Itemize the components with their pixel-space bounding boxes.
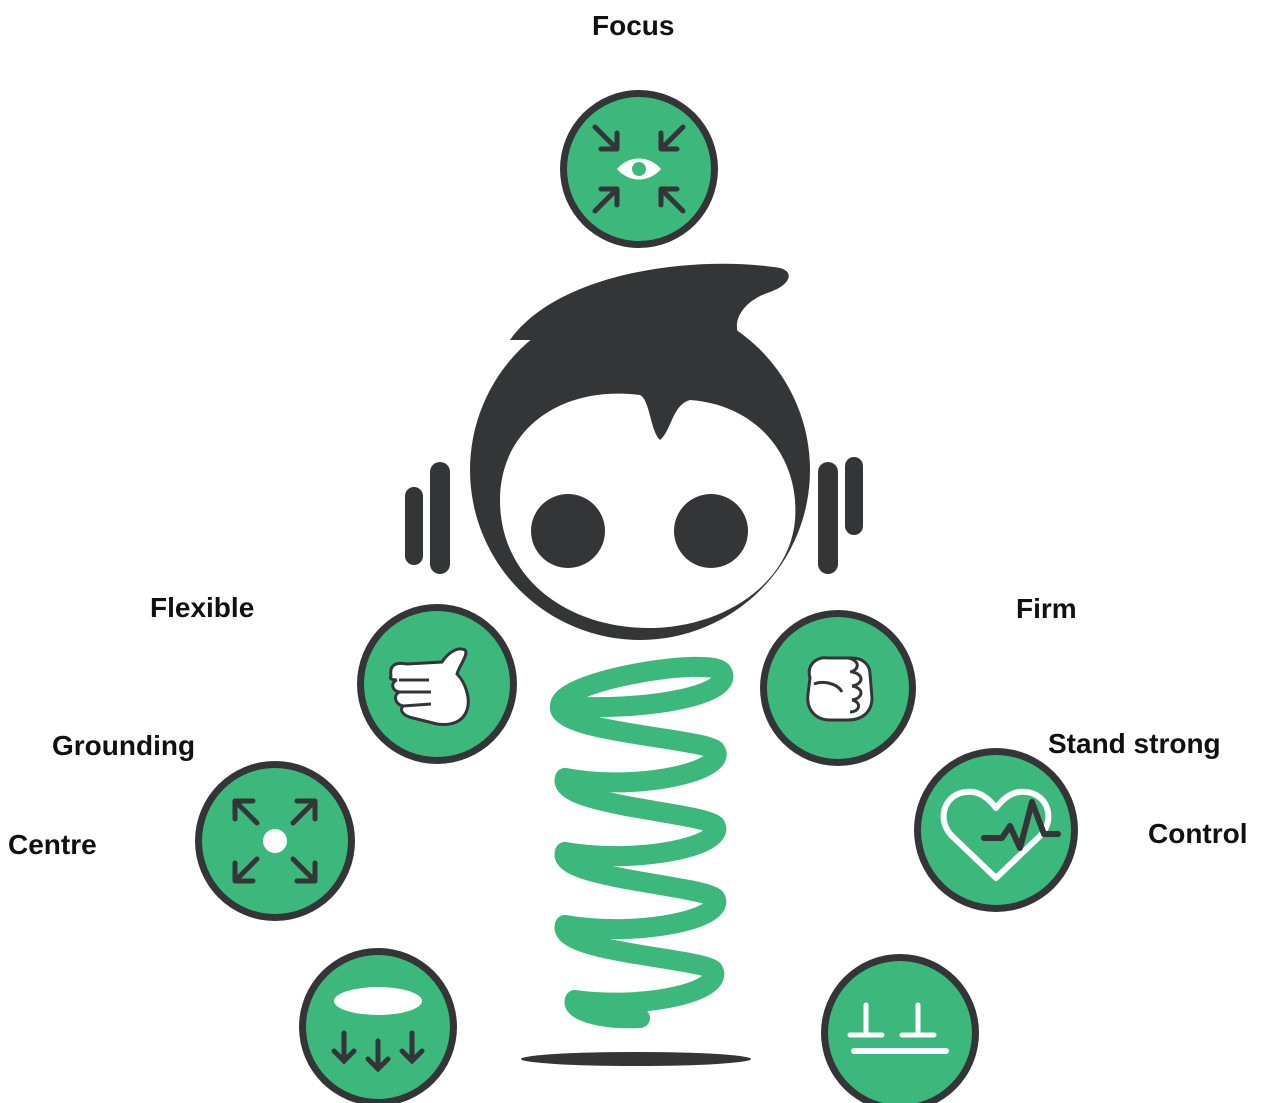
grounding-badge <box>299 948 457 1103</box>
control-badge <box>914 748 1078 912</box>
label-focus: Focus <box>592 12 674 40</box>
headphone-bar-left <box>430 462 450 574</box>
spring <box>560 667 723 1018</box>
label-control: Control <box>1148 820 1248 848</box>
label-grounding: Grounding <box>52 732 195 760</box>
label-flexible: Flexible <box>150 594 254 622</box>
focus-badge <box>560 90 718 248</box>
label-stand-strong: Stand strong <box>1048 730 1221 758</box>
firm-icon <box>808 658 872 720</box>
ground-shadow <box>521 1052 751 1066</box>
flexible-badge <box>357 604 517 764</box>
label-firm: Firm <box>1016 595 1077 623</box>
eye-left <box>531 494 605 568</box>
head <box>470 264 810 640</box>
stand-strong-badge <box>821 954 979 1103</box>
headphone-bar-right-outer <box>845 457 863 535</box>
label-centre: Centre <box>8 831 97 859</box>
headphone-bar-right <box>818 462 838 574</box>
headphone-bar-left-outer <box>405 487 423 565</box>
centre-badge <box>195 761 355 921</box>
eye-right <box>674 494 748 568</box>
firm-badge <box>760 610 916 766</box>
